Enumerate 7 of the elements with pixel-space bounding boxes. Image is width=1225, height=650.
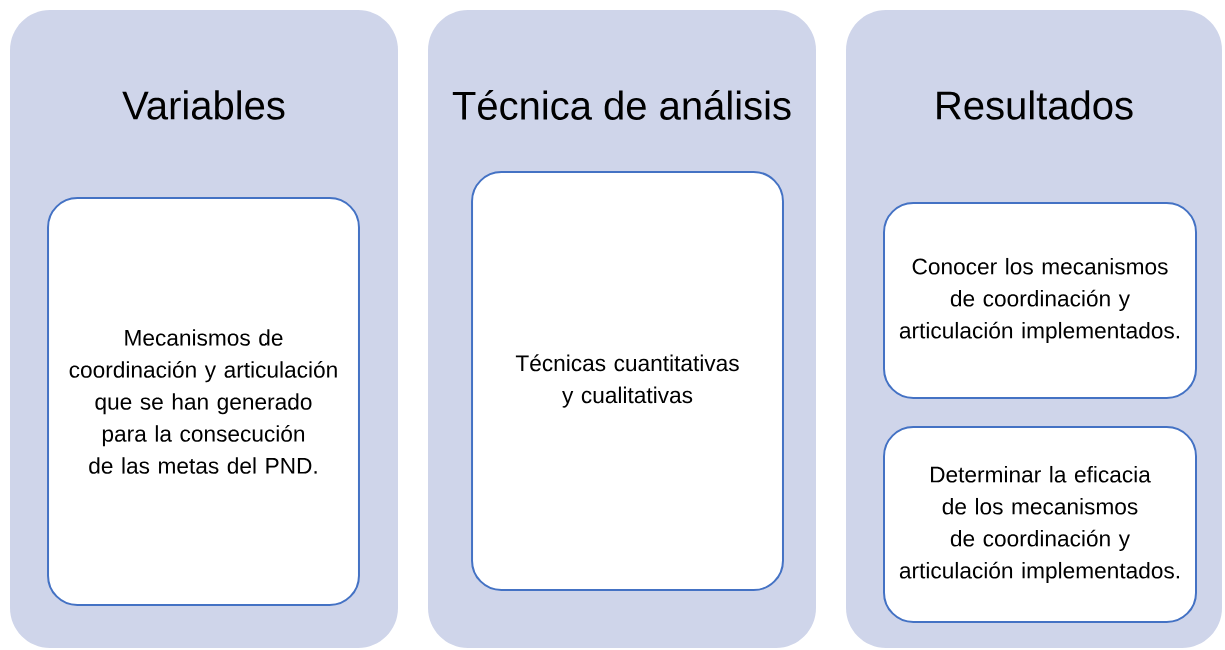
text-box: Mecanismos de coordinación y articulación que se han generado para la consecución de las metas del PND. <box>47 197 360 606</box>
panel-heading: Variables <box>122 90 285 120</box>
text-box: Determinar la eficacia de los mecanismos de coordinación y articulación implementados. <box>883 426 1197 623</box>
text-box: Técnicas cuantitativas y cualitativas <box>471 171 784 591</box>
panel-heading: Resultados <box>937 90 1133 120</box>
text-box: Conocer los mecanismos de coordinación y articulación implementados. <box>883 202 1197 399</box>
panel-heading: Técnica de análisis <box>452 90 791 120</box>
